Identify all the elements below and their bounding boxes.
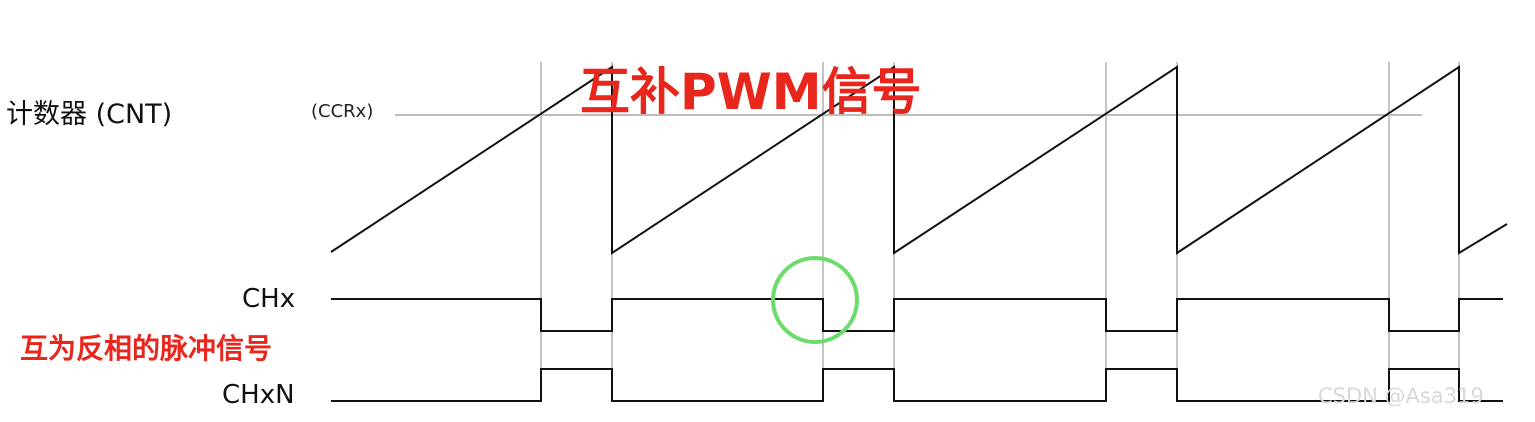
- chx-waveform: [331, 298, 1503, 332]
- inverted-pulse-note: 互为反相的脉冲信号: [20, 332, 273, 365]
- chxn-waveform: [331, 368, 1503, 402]
- diagram-title: 互补PWM信号: [580, 63, 922, 121]
- chx-label: CHx: [242, 284, 296, 314]
- watermark: CSDN @Asa319: [1318, 384, 1484, 408]
- counter-sawtooth: [330, 65, 1508, 255]
- highlight-circle: [771, 256, 859, 344]
- ccr-label: (CCRx): [311, 101, 374, 122]
- chxn-label: CHxN: [222, 380, 295, 410]
- counter-label: 计数器 (CNT): [6, 99, 173, 130]
